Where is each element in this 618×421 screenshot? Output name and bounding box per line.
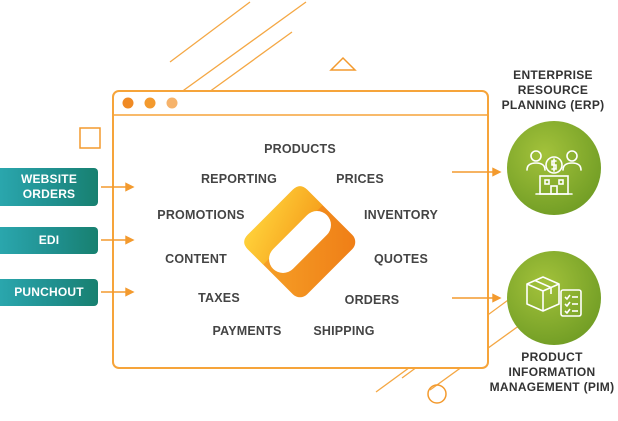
erp-circle <box>507 121 601 215</box>
window-dot <box>144 97 156 109</box>
label-inventory: INVENTORY <box>363 208 439 222</box>
erp-title-line: PLANNING (ERP) <box>501 98 605 112</box>
label-payments: PAYMENTS <box>212 324 282 338</box>
center-logo-icon <box>244 186 356 298</box>
window-dot <box>122 97 134 109</box>
label-taxes: TAXES <box>198 291 240 305</box>
label-reporting: REPORTING <box>200 172 278 186</box>
label-shipping: SHIPPING <box>313 324 375 338</box>
input-label-line: EDI <box>38 233 60 247</box>
erp-title-line: RESOURCE <box>517 83 589 97</box>
output-arrows <box>452 167 502 303</box>
pim-title-line: INFORMATION <box>508 365 596 379</box>
input-edi: EDI <box>0 227 98 254</box>
decor-triangle <box>329 56 357 71</box>
input-label-line: PUNCHOUT <box>14 285 84 299</box>
label-quotes: QUOTES <box>374 252 428 266</box>
pim-box-checklist-icon <box>526 276 582 317</box>
erp-title-line: ENTERPRISE <box>513 68 593 82</box>
decor-square <box>79 127 101 149</box>
label-content: CONTENT <box>165 252 227 266</box>
label-prices: PRICES <box>336 172 384 186</box>
pim-title: PRODUCT INFORMATION MANAGEMENT (PIM) <box>490 350 615 395</box>
erp-title: ENTERPRISE RESOURCE PLANNING (ERP) <box>502 68 605 113</box>
decor-circle <box>427 384 447 404</box>
pim-title-line: PRODUCT <box>521 350 583 364</box>
input-punchout: PUNCHOUT <box>0 279 98 306</box>
erp-building-icon <box>526 150 582 195</box>
input-label-line: WEBSITE <box>20 172 78 186</box>
pim-circle <box>507 251 601 345</box>
pim-title-line: MANAGEMENT (PIM) <box>489 380 615 394</box>
input-label-line: ORDERS <box>22 187 76 201</box>
window-dot <box>166 97 178 109</box>
input-arrows <box>101 182 135 297</box>
label-products: PRODUCTS <box>264 142 336 156</box>
label-promotions: PROMOTIONS <box>157 208 245 222</box>
label-orders: ORDERS <box>344 293 400 307</box>
